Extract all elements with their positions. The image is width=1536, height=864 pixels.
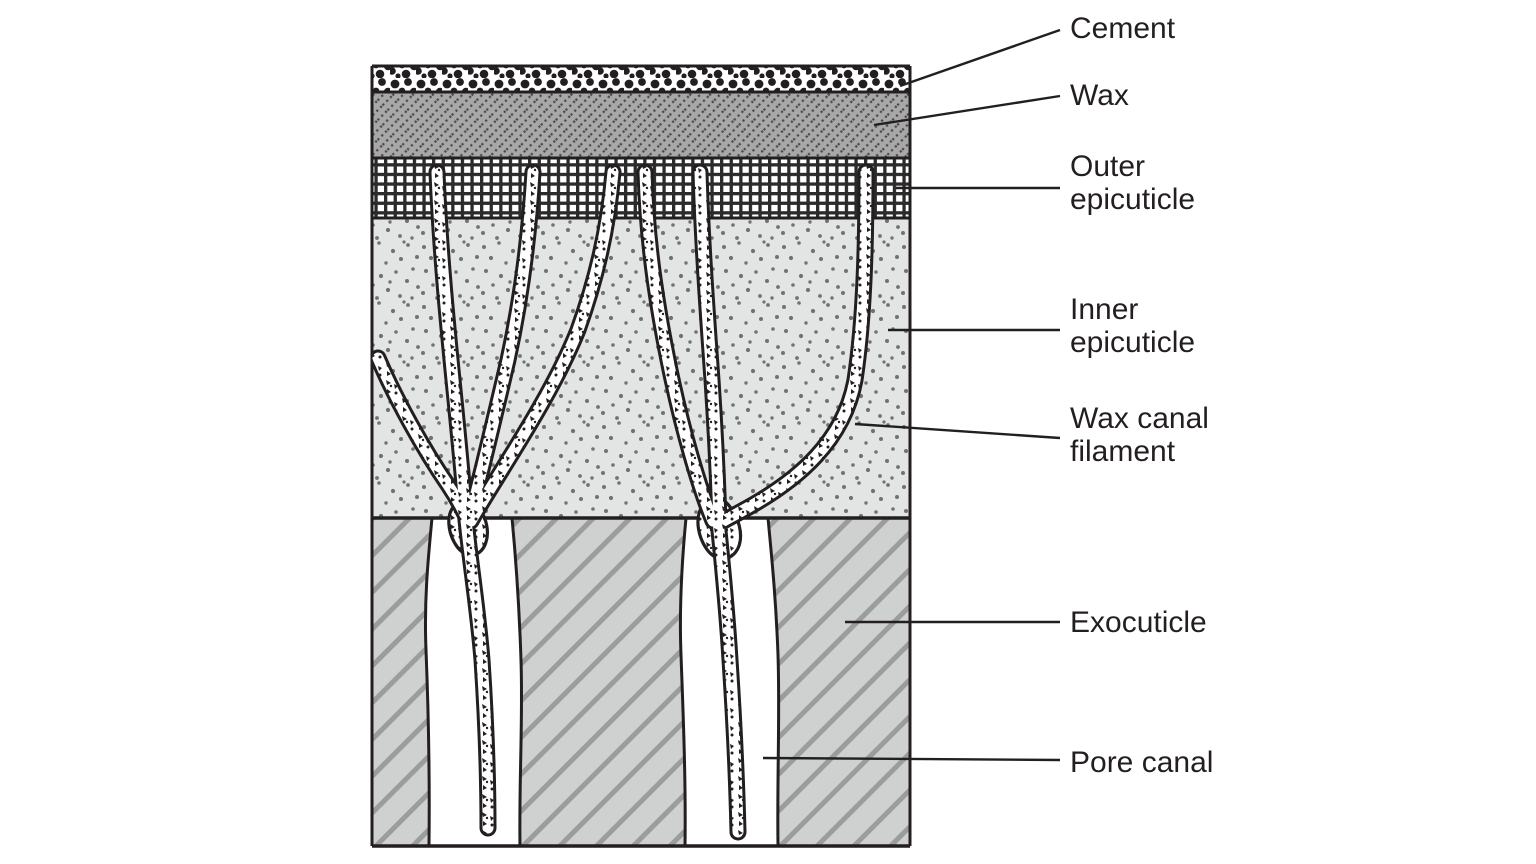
label-cement: Cement [1070, 12, 1176, 45]
leader-pore-canal [762, 756, 1061, 762]
label-pore-canal: Pore canal [1070, 746, 1213, 779]
layer-cement [372, 66, 910, 92]
label-wax-canal-filament-line2: filament [1070, 435, 1176, 468]
layer-wax [372, 92, 910, 158]
label-wax-canal-filament-line1: Wax canal [1070, 402, 1209, 435]
label-group: Cement Wax Outer epicuticle Inner epicut… [1070, 12, 1213, 779]
label-inner-epicuticle-line1: Inner [1070, 293, 1138, 326]
label-wax: Wax [1070, 79, 1129, 112]
leader-wax [873, 94, 1061, 127]
leader-wax-canal-filament [854, 422, 1061, 440]
label-inner-epicuticle-line2: epicuticle [1070, 326, 1195, 359]
label-outer-epicuticle-line1: Outer [1070, 150, 1145, 183]
wax-canal-filament-group [372, 163, 875, 841]
pore-canal-left [423, 516, 524, 846]
leader-cement [899, 28, 1061, 88]
label-exocuticle: Exocuticle [1070, 606, 1207, 639]
filament-cores [372, 166, 872, 838]
leader-line-group [762, 28, 1061, 762]
label-outer-epicuticle-line2: epicuticle [1070, 183, 1195, 216]
